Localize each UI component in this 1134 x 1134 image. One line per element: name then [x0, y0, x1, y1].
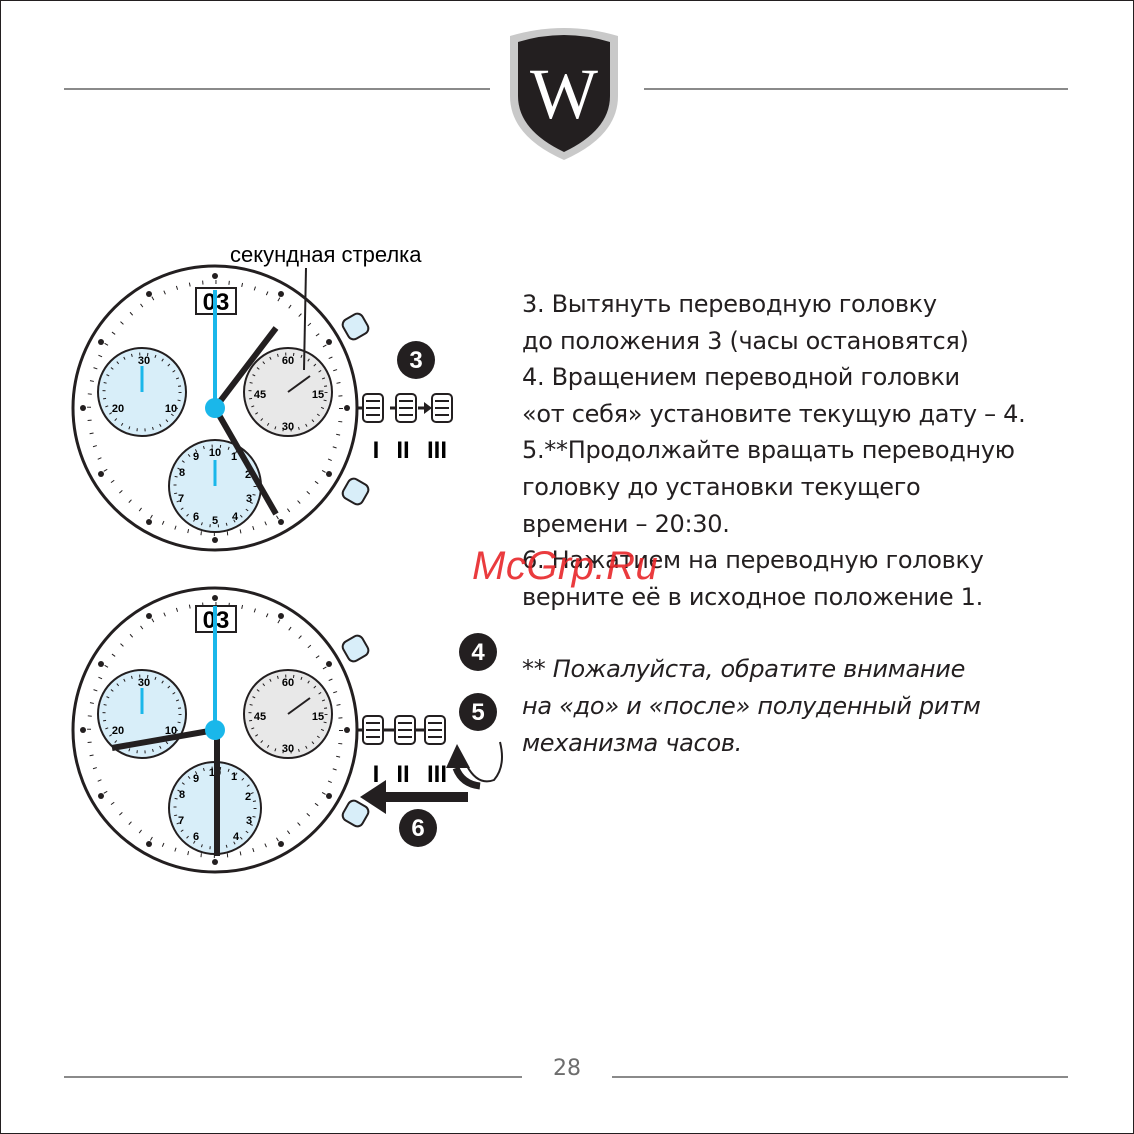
step-badge-4	[459, 633, 497, 671]
crown-pos-2-bottom: II	[396, 761, 409, 788]
logo-letter: W	[530, 54, 598, 134]
svg-text:60: 60	[282, 355, 294, 367]
instructions: 3. Вытянуть переводную головку до положе…	[522, 286, 1102, 761]
svg-text:8: 8	[179, 789, 185, 801]
instruction-line: времени – 20:30.	[522, 509, 730, 538]
instruction-line: 4. Вращением переводной головки	[522, 363, 960, 392]
instruction-line: верните её в исходное положение 1.	[522, 582, 983, 611]
crown-pos-1-bottom: I	[373, 761, 380, 788]
svg-text:30: 30	[282, 421, 294, 433]
svg-text:15: 15	[312, 711, 324, 723]
step-badge-3	[397, 341, 435, 379]
svg-text:2: 2	[245, 791, 251, 803]
page-number: 28	[553, 1056, 581, 1081]
note-line: механизма часов.	[522, 728, 743, 757]
note-line: на «до» и «после» полуденный ритм	[522, 691, 981, 720]
svg-text:10: 10	[165, 725, 177, 737]
svg-text:30: 30	[138, 677, 150, 689]
watch-illustration: 03 30 20 10 60 45 15 30 10 9 1 8 2 7 3 6…	[71, 242, 503, 874]
svg-text:7: 7	[178, 493, 184, 505]
svg-text:20: 20	[112, 403, 124, 415]
header-rule-left	[64, 88, 490, 90]
crown-pos-2-top: II	[396, 437, 409, 464]
svg-text:6: 6	[411, 815, 424, 842]
instruction-line: 3. Вытянуть переводную головку	[522, 290, 937, 318]
svg-text:3: 3	[246, 815, 252, 827]
svg-text:10: 10	[209, 447, 221, 459]
svg-text:45: 45	[254, 711, 266, 723]
instruction-line: 6. Нажатием на переводную головку	[522, 546, 984, 575]
svg-text:5: 5	[212, 515, 218, 527]
second-hand-label: секундная стрелка	[230, 242, 422, 267]
svg-text:8: 8	[179, 467, 185, 479]
crown-pos-3-bottom: III	[427, 761, 447, 788]
header-rule-right	[644, 88, 1068, 90]
svg-text:45: 45	[254, 389, 266, 401]
footer-rule-right	[612, 1076, 1068, 1078]
svg-text:5: 5	[471, 699, 484, 726]
svg-text:30: 30	[138, 355, 150, 367]
svg-text:6: 6	[193, 831, 199, 843]
svg-text:9: 9	[193, 773, 199, 785]
crown-pos-1-top: I	[373, 437, 380, 464]
svg-text:60: 60	[282, 677, 294, 689]
crown-pos-3-top: III	[427, 437, 447, 464]
svg-text:6: 6	[193, 511, 199, 523]
instruction-line: 5.**Продолжайте вращать переводную	[522, 436, 1015, 465]
svg-text:10: 10	[165, 403, 177, 415]
watch-bottom: 03 30 20 10 60 45 15 30 10 9 1 8 2 7 3 6…	[71, 586, 503, 874]
footer-rule-left	[64, 1076, 522, 1078]
svg-text:2: 2	[245, 469, 251, 481]
svg-text:1: 1	[231, 451, 237, 463]
svg-text:4: 4	[233, 831, 240, 843]
instruction-line: «от себя» установите текущую дату – 4.	[522, 399, 1026, 428]
watermark: McGrp.Ru	[472, 544, 659, 588]
svg-text:3: 3	[246, 493, 252, 505]
instruction-line: до положения 3 (часы остановятся)	[522, 326, 969, 355]
svg-text:3: 3	[409, 347, 422, 374]
svg-text:15: 15	[312, 389, 324, 401]
watch-top: 03 30 20 10 60 45 15 30 10 9 1 8 2 7 3 6…	[71, 242, 453, 552]
minute-ticks-top	[80, 273, 350, 543]
svg-text:9: 9	[193, 451, 199, 463]
svg-text:1: 1	[231, 771, 237, 783]
svg-text:4: 4	[232, 511, 239, 523]
step-badge-6	[399, 809, 437, 847]
footnote: ** Пожалуйста, обратите внимание на «до»…	[522, 651, 1102, 761]
svg-text:20: 20	[112, 725, 124, 737]
svg-text:30: 30	[282, 743, 294, 755]
svg-text:4: 4	[471, 639, 485, 666]
step-badge-5	[459, 693, 497, 731]
instruction-line: головку до установки текущего	[522, 472, 921, 501]
svg-text:7: 7	[178, 815, 184, 827]
note-line: ** Пожалуйста, обратите внимание	[522, 655, 966, 684]
brand-logo: W	[510, 28, 618, 160]
